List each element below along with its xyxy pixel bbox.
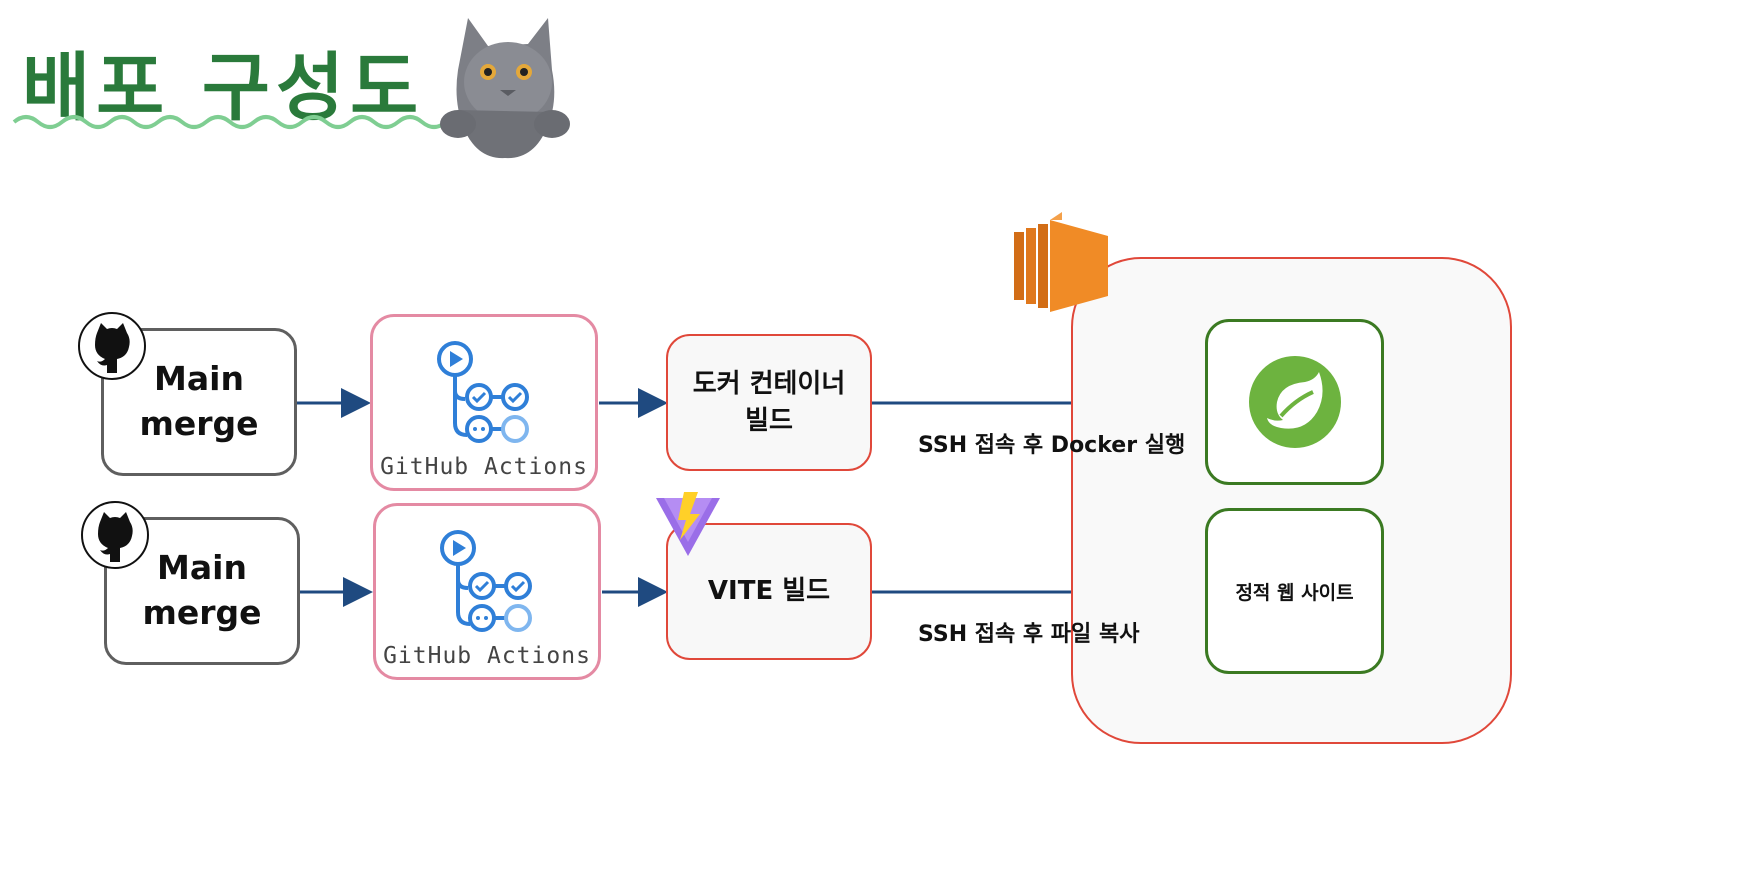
github-actions-label: GitHub Actions xyxy=(380,454,588,480)
github-octocat-icon xyxy=(81,501,149,569)
merge-label-line1: Main xyxy=(157,548,247,588)
merge-label-line2: merge xyxy=(139,404,259,443)
edge-label-file-copy: SSH 접속 후 파일 복사 xyxy=(918,622,1140,647)
github-octocat-icon xyxy=(78,312,146,380)
build-label-line2: 빌드 xyxy=(745,405,793,436)
vite-icon xyxy=(656,492,720,556)
build-label-line1: 도커 컨테이너 xyxy=(692,369,846,400)
merge-label-line1: Main xyxy=(154,359,244,399)
merge-label-line2: merge xyxy=(142,593,262,632)
build-label-line1: VITE 빌드 xyxy=(707,576,831,607)
github-actions-icon xyxy=(437,341,529,443)
github-actions-node-2: GitHub Actions xyxy=(373,503,601,680)
github-actions-icon xyxy=(440,530,532,632)
docker-build-node: 도커 컨테이너 빌드 xyxy=(666,334,872,471)
edge-label-docker: SSH 접속 후 Docker 실행 xyxy=(918,433,1186,458)
main-merge-node-2: Main merge xyxy=(104,517,300,665)
static-site-target-node: 정적 웹 사이트 xyxy=(1205,508,1384,674)
github-actions-node-1: GitHub Actions xyxy=(370,314,598,491)
spring-target-node xyxy=(1205,319,1384,485)
vite-build-node: VITE 빌드 xyxy=(666,523,872,660)
spring-icon xyxy=(1248,356,1341,448)
static-site-label: 정적 웹 사이트 xyxy=(1235,581,1354,604)
aws-ec2-icon xyxy=(1014,212,1108,312)
github-actions-label: GitHub Actions xyxy=(383,643,591,669)
cat-picture xyxy=(440,18,570,159)
